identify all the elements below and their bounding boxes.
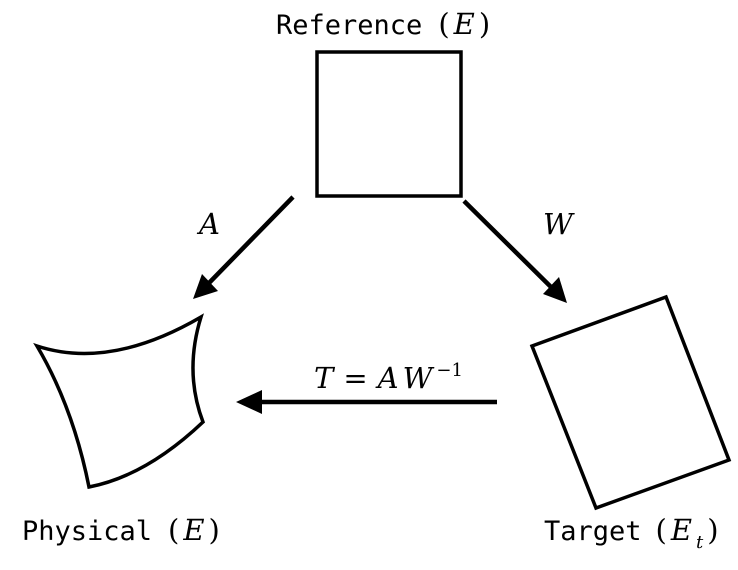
reference-open-paren: ( [438, 7, 449, 41]
reference-close-paren: ) [479, 7, 490, 41]
map-t-rhs-exponent: −1 [436, 360, 463, 381]
target-rotated-rectangle [529, 294, 732, 511]
physical-label: Physical ( E ) [22, 513, 220, 547]
map-w-label: W [543, 207, 575, 241]
reference-label: Reference ( E ) [276, 7, 490, 41]
reference-square [315, 50, 463, 198]
target-close-paren: ) [707, 513, 718, 547]
target-label: Target ( E t ) [544, 513, 719, 553]
target-symbol: E [670, 513, 692, 547]
reference-symbol: E [453, 7, 475, 41]
physical-symbol: E [182, 513, 204, 547]
map-t-equals: = [343, 361, 367, 395]
target-word: Target [544, 516, 642, 547]
physical-curved-element [33, 313, 206, 490]
map-t-label: T = A W −1 [314, 360, 463, 395]
physical-close-paren: ) [209, 513, 220, 547]
map-t-rhs-w: W [403, 361, 435, 395]
reference-bar: ¯ [462, 0, 477, 19]
reference-word: Reference [276, 10, 422, 41]
map-t-rhs-a: A [375, 361, 399, 395]
map-t-symbol: T [314, 361, 336, 395]
arrow-a [193, 195, 295, 299]
arrow-w [462, 199, 567, 303]
arrow-t [236, 390, 497, 414]
map-a-label: A [196, 207, 220, 241]
target-open-paren: ( [656, 513, 667, 547]
physical-word: Physical [22, 516, 152, 547]
physical-open-paren: ( [168, 513, 179, 547]
target-subscript: t [696, 532, 704, 553]
